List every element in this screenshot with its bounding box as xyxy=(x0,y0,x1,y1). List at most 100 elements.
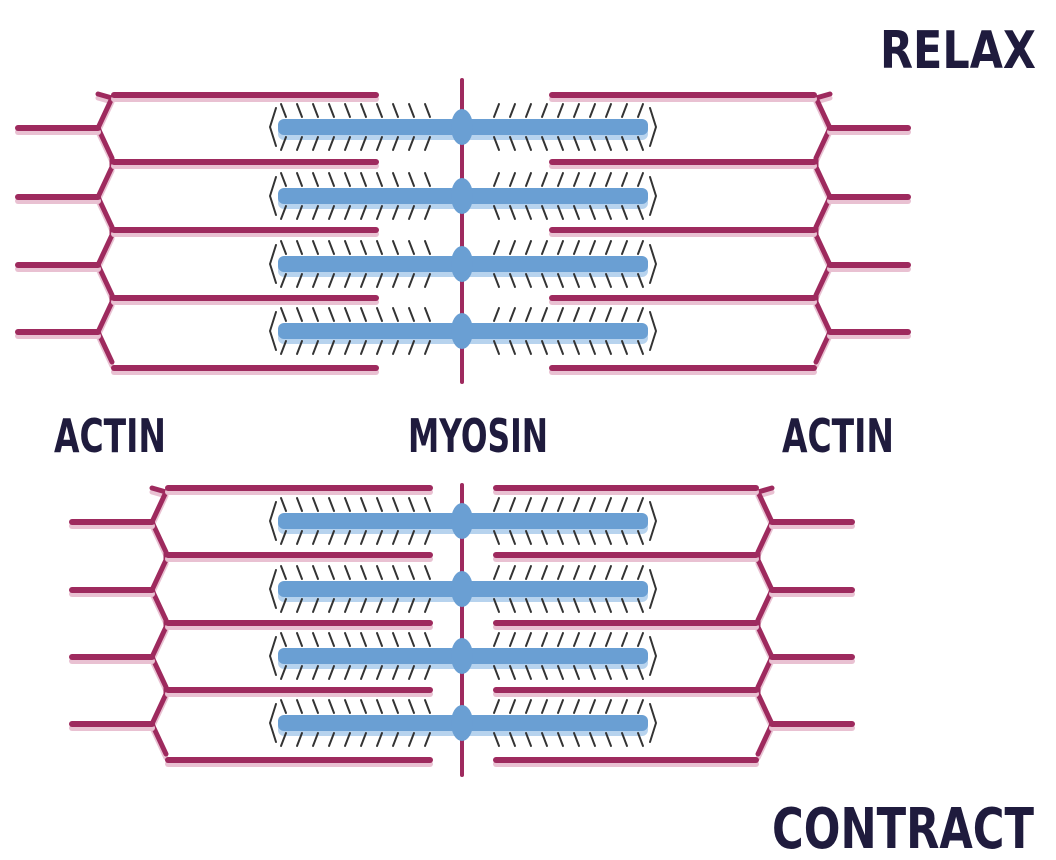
myosin-head xyxy=(424,598,431,613)
myosin-head xyxy=(573,340,580,355)
myosin-head xyxy=(344,598,351,613)
myosin-head xyxy=(312,307,319,322)
myosin-head xyxy=(509,598,516,613)
myosin-head xyxy=(376,340,383,355)
myosin-head xyxy=(376,307,383,322)
myosin-head xyxy=(509,273,516,288)
myosin-head xyxy=(344,205,351,220)
myosin-head xyxy=(344,565,351,580)
myosin-head xyxy=(344,240,351,255)
myosin-head xyxy=(312,530,319,545)
myosin-head xyxy=(541,136,548,151)
myosin-head xyxy=(328,273,335,288)
myosin-head xyxy=(424,205,431,220)
myosin-head xyxy=(557,273,564,288)
myosin-head xyxy=(296,205,303,220)
myosin-head xyxy=(557,497,564,512)
z-disc-right xyxy=(813,91,833,365)
myosin-head xyxy=(360,103,367,118)
myosin-head xyxy=(493,732,500,747)
myosin-head xyxy=(589,136,596,151)
myosin-head xyxy=(344,530,351,545)
myosin-head xyxy=(328,240,335,255)
myosin-head xyxy=(392,732,399,747)
myosin-head xyxy=(344,632,351,647)
myosin-head xyxy=(424,632,431,647)
myosin-head xyxy=(637,565,644,580)
myosin-head xyxy=(408,665,415,680)
myosin-head xyxy=(573,665,580,680)
myosin-head xyxy=(392,530,399,545)
myosin-head xyxy=(525,307,532,322)
myosin-head xyxy=(525,632,532,647)
myosin-head xyxy=(360,205,367,220)
myosin-head xyxy=(408,273,415,288)
myosin-head xyxy=(312,598,319,613)
myosin-head xyxy=(424,665,431,680)
myosin-head xyxy=(408,205,415,220)
myosin-head xyxy=(360,598,367,613)
myosin-head xyxy=(360,240,367,255)
myosin-head xyxy=(376,205,383,220)
myosin-head xyxy=(280,497,287,512)
myosin-head xyxy=(541,632,548,647)
myosin-head xyxy=(392,136,399,151)
myosin-head xyxy=(573,172,580,187)
myosin-head xyxy=(637,632,644,647)
myosin-head xyxy=(509,307,516,322)
myosin-tip-right xyxy=(649,311,657,351)
myosin-head xyxy=(557,103,564,118)
myosin-bare-zone xyxy=(451,178,473,214)
myosin-head xyxy=(344,699,351,714)
myosin-head xyxy=(573,273,580,288)
myosin-head xyxy=(509,699,516,714)
myosin-head xyxy=(493,699,500,714)
myosin-head xyxy=(392,172,399,187)
relaxed-sarcomere xyxy=(15,78,911,384)
myosin-head xyxy=(280,565,287,580)
myosin-head xyxy=(509,172,516,187)
myosin-head xyxy=(296,103,303,118)
myosin-head xyxy=(493,497,500,512)
myosin-head xyxy=(557,699,564,714)
myosin-head xyxy=(360,497,367,512)
myosin-head xyxy=(573,205,580,220)
myosin-head xyxy=(312,665,319,680)
myosin-head xyxy=(312,497,319,512)
myosin-head xyxy=(328,565,335,580)
myosin-head xyxy=(360,665,367,680)
myosin-head xyxy=(621,497,628,512)
myosin-head xyxy=(360,632,367,647)
myosin-head xyxy=(637,172,644,187)
myosin-head xyxy=(408,699,415,714)
myosin-head xyxy=(509,136,516,151)
myosin-head xyxy=(621,205,628,220)
myosin-head xyxy=(360,732,367,747)
myosin-head xyxy=(589,565,596,580)
myosin-head xyxy=(557,172,564,187)
myosin-head xyxy=(541,103,548,118)
myosin-head xyxy=(312,632,319,647)
myosin-head xyxy=(509,205,516,220)
myosin-head xyxy=(392,632,399,647)
myosin-head xyxy=(424,497,431,512)
myosin-head xyxy=(493,565,500,580)
myosin-head xyxy=(605,205,612,220)
myosin-head xyxy=(493,598,500,613)
myosin-head xyxy=(424,273,431,288)
myosin-head xyxy=(525,732,532,747)
myosin-head xyxy=(541,307,548,322)
myosin-head xyxy=(589,205,596,220)
myosin-head xyxy=(344,307,351,322)
myosin-head xyxy=(525,340,532,355)
myosin-head xyxy=(328,497,335,512)
myosin-tip-left xyxy=(269,107,277,147)
myosin-head xyxy=(328,136,335,151)
myosin-head xyxy=(589,598,596,613)
myosin-head xyxy=(296,565,303,580)
myosin-tip-left xyxy=(269,501,277,541)
myosin-head xyxy=(376,497,383,512)
myosin-head xyxy=(424,240,431,255)
myosin-head xyxy=(296,307,303,322)
myosin-head xyxy=(376,136,383,151)
